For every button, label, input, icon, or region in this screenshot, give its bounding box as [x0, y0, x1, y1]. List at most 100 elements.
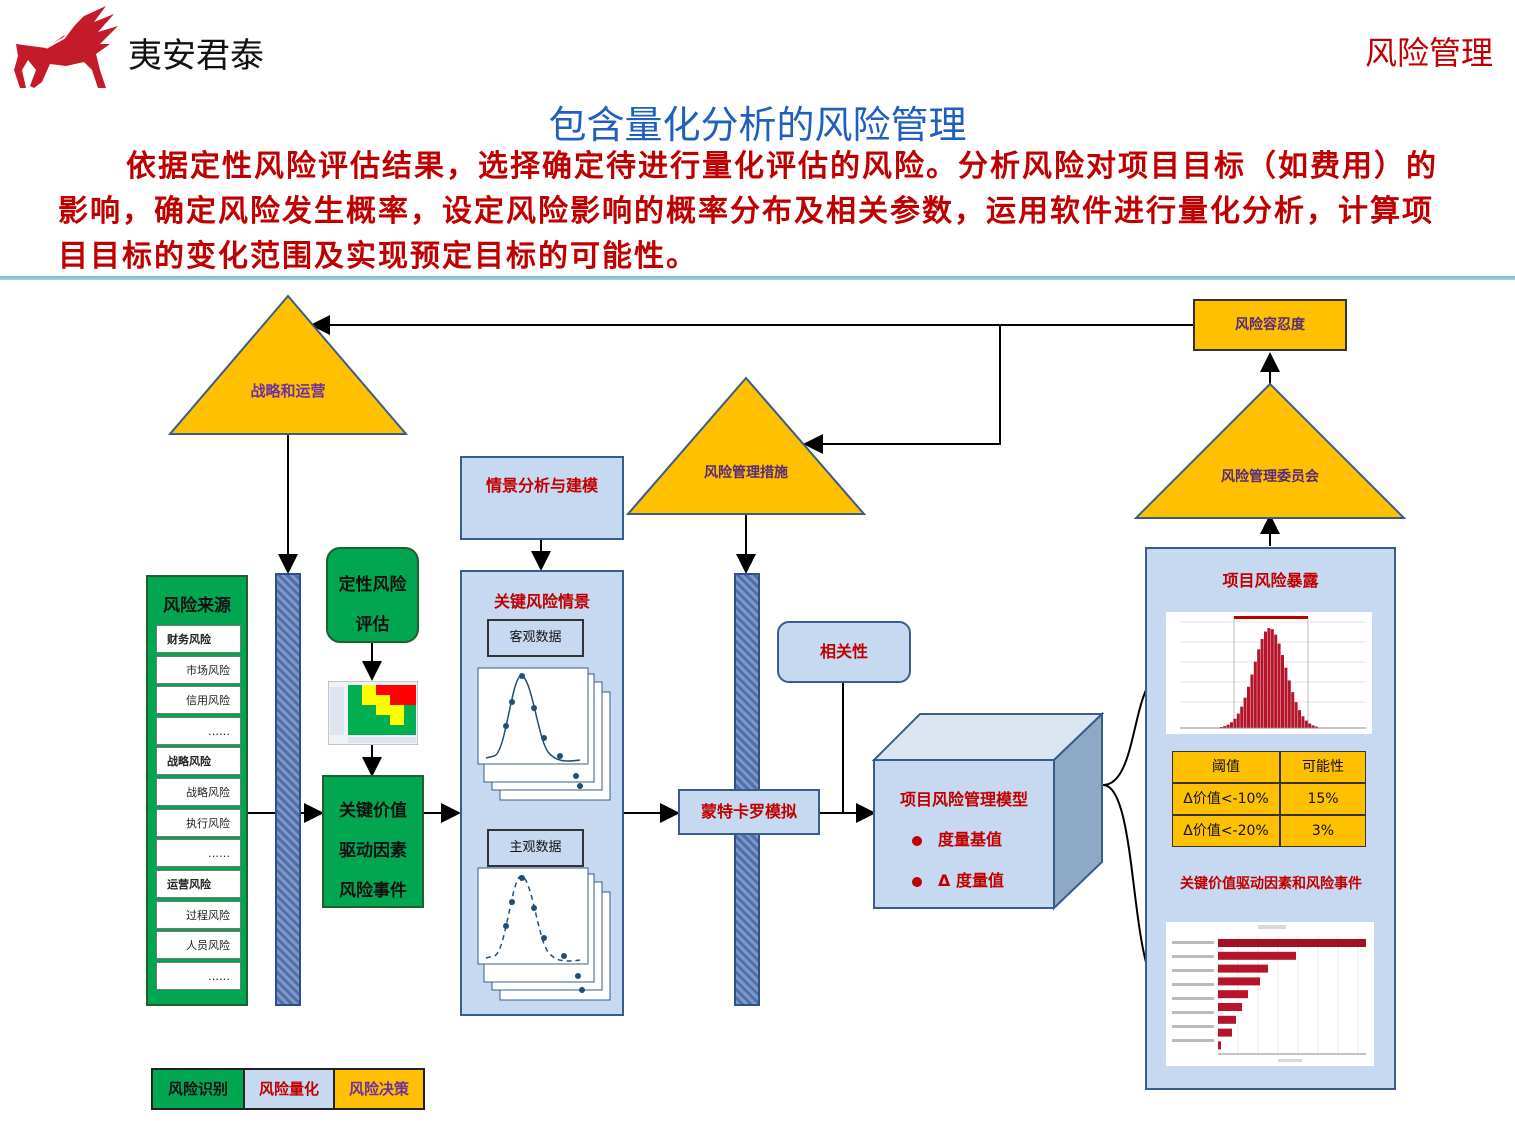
key-value-box: 关键价值驱动因素风险事件: [322, 775, 424, 908]
scenario-box: 情景分析与建模: [460, 456, 624, 540]
histogram-bar: [1294, 702, 1298, 728]
exposure-title: 项目风险暴露: [1222, 571, 1319, 590]
histogram-bar: [1281, 655, 1284, 728]
histogram-bar: [1315, 726, 1318, 728]
histogram-bar: [1311, 725, 1315, 728]
measures-triangle: [626, 376, 866, 515]
histogram-bar: [1236, 713, 1240, 728]
qualitative-box: 定性风险评估: [326, 547, 419, 643]
histogram-bar: [1287, 680, 1291, 728]
committee-triangle: [1134, 382, 1406, 519]
threshold-table: 阈值 可能性 Δ价值<-10% 15% Δ价值<-20% 3%: [1172, 751, 1366, 847]
subjective-data-label: 主观数据: [509, 840, 562, 855]
legend-quantification: 风险量化: [243, 1068, 335, 1110]
tornado-bar: [1218, 951, 1296, 960]
histogram-bar: [1291, 692, 1295, 728]
histogram-bar: [1304, 720, 1308, 728]
histogram-bar: [1240, 706, 1244, 728]
model-title: 项目风险管理模型: [899, 790, 1028, 809]
bullet-icon: [912, 876, 922, 887]
company-name: 夷安君泰: [128, 36, 264, 76]
histogram-bar: [1274, 634, 1278, 728]
objective-data-label: 客观数据: [509, 630, 562, 645]
source-item: 财务风险: [156, 625, 241, 653]
drivers-title: 关键价值驱动因素和风险事件: [1180, 876, 1362, 892]
table-cell: Δ价值<-10%: [1172, 783, 1280, 815]
correlation-box: 相关性: [777, 621, 911, 683]
tornado-bar: [1218, 977, 1260, 986]
model-cube: [872, 712, 1105, 911]
histogram-bar: [1230, 722, 1233, 728]
source-item: 运营风险: [156, 870, 241, 898]
histogram-bar: [1233, 718, 1237, 728]
histogram-bar: [1267, 628, 1271, 728]
key-scenario-title: 关键风险情景: [493, 592, 590, 611]
histogram-bar: [1277, 643, 1281, 728]
tornado-bar: [1218, 1041, 1221, 1050]
tornado-bar: [1218, 990, 1248, 999]
strategy-label: 战略和运营: [250, 382, 326, 400]
correlation-label: 相关性: [819, 642, 868, 661]
histogram-bar: [1243, 697, 1247, 728]
histogram-bar: [1257, 649, 1261, 728]
committee-label: 风险管理委员会: [1221, 469, 1319, 485]
subjective-data-chart: [477, 867, 611, 1001]
histogram-bar: [1253, 661, 1257, 728]
tornado-bar: [1218, 1028, 1232, 1037]
source-item: 信用风险: [156, 686, 241, 714]
key-value-label: 关键价值驱动因素风险事件: [339, 801, 407, 901]
risk-sources-title: 风险来源: [163, 596, 231, 616]
tornado-bar: [1218, 1003, 1242, 1011]
tornado-bar: [1218, 1015, 1236, 1024]
intro-text: 依据定性风险评估结果，选择确定待进行量化评估的风险。分析风险对项目目标（如费用）…: [58, 149, 1438, 274]
source-item: 战略风险: [156, 778, 241, 806]
objective-data-box: 客观数据: [487, 619, 584, 657]
risk-sources-panel: 风险来源 财务风险 市场风险 信用风险 …… 战略风险 战略风险 执行风险 ………: [146, 575, 248, 1006]
risk-matrix-image: [328, 681, 418, 745]
histogram-bar: [1298, 710, 1301, 728]
histogram-bar: [1260, 638, 1264, 728]
monte-carlo-box: 蒙特卡罗模拟: [678, 789, 820, 835]
legend-identification: 风险识别: [151, 1068, 245, 1110]
pillar-left: [275, 573, 301, 1006]
model-item-label: 度量基值: [938, 830, 1003, 849]
histogram-bar: [1301, 716, 1305, 728]
qualitative-label: 定性风险评估: [338, 575, 407, 635]
table-cell: 3%: [1280, 815, 1366, 847]
tornado-bar: [1218, 939, 1366, 947]
histogram-bar: [1308, 723, 1312, 728]
strategy-triangle: [168, 294, 408, 435]
source-item: ……: [156, 962, 241, 990]
source-item: ……: [156, 839, 241, 867]
section-title: 风险管理: [1364, 34, 1493, 72]
table-cell: 15%: [1280, 783, 1366, 815]
table-header: 阈值: [1172, 751, 1280, 783]
divider: [0, 276, 1515, 280]
page-title: 包含量化分析的风险管理: [548, 103, 967, 147]
model-item-2: Δ 度量值: [912, 867, 1004, 891]
tolerance-label: 风险容忍度: [1235, 317, 1305, 333]
model-item-1: 度量基值: [912, 826, 1002, 850]
histogram-bar: [1284, 667, 1288, 728]
histogram-bar: [1223, 726, 1227, 728]
model-item-label: Δ 度量值: [938, 871, 1004, 890]
histogram-bar: [1264, 631, 1267, 728]
source-item: 战略风险: [156, 747, 241, 775]
bullet-icon: [912, 835, 922, 846]
histogram-bar: [1247, 686, 1250, 728]
subjective-data-box: 主观数据: [487, 829, 584, 867]
drivers-tornado-chart: [1166, 922, 1374, 1066]
histogram-bar: [1270, 629, 1274, 728]
table-header: 可能性: [1280, 751, 1366, 783]
objective-data-chart: [477, 667, 611, 801]
source-item: 执行风险: [156, 809, 241, 837]
tornado-bar: [1218, 964, 1268, 973]
legend-decision: 风险决策: [333, 1068, 425, 1110]
measures-label: 风险管理措施: [704, 465, 788, 481]
source-item: 人员风险: [156, 931, 241, 959]
company-logo: [14, 6, 118, 88]
distribution-histogram: [1166, 612, 1372, 734]
scenario-label: 情景分析与建模: [485, 476, 598, 495]
histogram-bar: [1219, 726, 1223, 728]
source-item: 市场风险: [156, 656, 241, 684]
